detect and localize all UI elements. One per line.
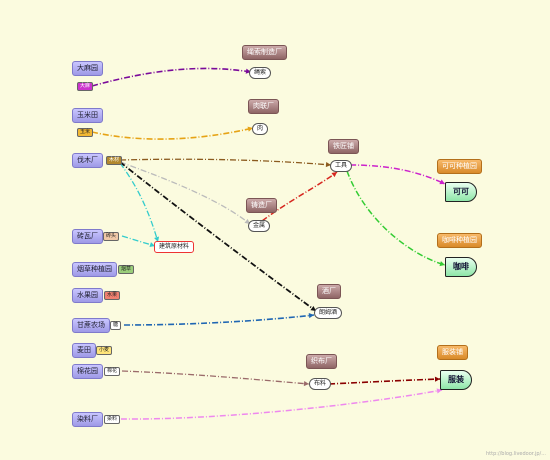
product-rou[interactable]: 肉 [252,123,269,135]
edge-mianhua-buliao [121,370,310,385]
edge-mucai-jinshu [119,161,251,225]
node-maitian[interactable]: 麦田 [72,343,96,358]
output-fuzhuang[interactable]: 服装 [440,370,472,390]
product-langmujiu[interactable]: 朗姆酒 [314,307,343,319]
edge-mucai-langmujiu [119,161,317,312]
node-yumitian[interactable]: 玉米田 [72,108,103,123]
node-ganzhenongchang[interactable]: 甘蔗农场 [72,318,110,333]
node-zhibuchang[interactable]: 织布厂 [306,354,337,369]
tag-dama: 大麻 [77,82,94,91]
product-jinshu[interactable]: 金属 [248,220,271,232]
edge-zhuantou-jianzhu [121,235,156,247]
node-zhuzaochang[interactable]: 铸造厂 [246,198,277,213]
watermark: http://blog.livedoor.jp/... [485,451,546,457]
edge-zhuantou-jianzhu-arrowhead [149,242,155,248]
node-ranliaochang[interactable]: 染料厂 [72,412,103,427]
edge-mianhua-buliao-arrowhead [303,381,309,387]
node-yancaozhongzhiyuan[interactable]: 烟草种植园 [72,262,117,277]
node-jiuchang[interactable]: 酒厂 [317,284,341,299]
edge-yumi-rou-arrowhead [247,126,253,132]
edge-mucai-gongju-arrowhead [325,162,331,168]
edge-jinshu-gongju [261,171,338,222]
edge-yumi-rou [91,127,254,140]
node-kafeizhongzhiyuan[interactable]: 咖啡种植园 [437,233,482,248]
edge-dama-shengsuo-arrowhead [245,68,251,74]
edge-buliao-fuzhuang [328,378,441,385]
edge-gongju-keke [349,164,446,185]
edge-ranliao-fuzhuang [120,389,443,420]
tag-tang: 糖 [110,321,122,330]
edge-gongju-kafei-arrowhead [439,261,445,267]
node-mianhuayuan[interactable]: 棉花园 [72,364,103,379]
node-roulianchang[interactable]: 肉联厂 [248,99,279,114]
tag-zhuantou: 砖头 [103,232,120,241]
product-gongju[interactable]: 工具 [330,160,353,172]
node-damazhou[interactable]: 大麻园 [72,61,103,76]
node-fuzhuangpu[interactable]: 服装铺 [437,345,468,360]
edge-mucai-gongju [119,158,332,166]
edge-mucai-jianzhu [119,162,159,243]
edge-mucai-jianzhu-arrowhead [154,236,160,242]
node-shengsuozhizaochang[interactable]: 绳索制造厂 [242,45,287,60]
tag-ranliao: 染料 [104,415,121,424]
product-buliao[interactable]: 布料 [309,378,332,390]
output-kafei[interactable]: 咖啡 [445,257,477,277]
node-famuchang[interactable]: 伐木厂 [72,153,103,168]
node-kekezhongzhiyuan[interactable]: 可可种植园 [437,159,482,174]
tag-shuiguo: 水果 [104,291,121,300]
edge-gongju-kafei [346,170,446,266]
tag-mianhua: 棉花 [104,367,121,376]
tag-xiaomai: 小麦 [96,346,113,355]
node-tiejiangpu[interactable]: 铁匠铺 [328,139,359,154]
edge-tang-langmujiu-arrowhead [308,312,314,319]
edge-jinshu-gongju-arrowhead [331,172,337,178]
tag-yumi: 玉米 [77,128,94,137]
output-keke[interactable]: 可可 [445,182,477,202]
tag-yancao: 烟草 [118,265,135,274]
node-zhuanwachang[interactable]: 砖瓦厂 [72,229,103,244]
edge-gongju-keke-arrowhead [439,179,445,185]
edge-dama-shengsuo [91,67,252,87]
product-jianzhuyuancailiao[interactable]: 建筑原材料 [154,241,195,253]
tag-mucai: 木材 [106,156,123,165]
edge-buliao-fuzhuang-arrowhead [434,376,440,382]
product-shengsuo[interactable]: 绳索 [249,67,272,79]
edge-tang-langmujiu [123,314,315,326]
node-shuiguoyuan[interactable]: 水果园 [72,288,103,303]
